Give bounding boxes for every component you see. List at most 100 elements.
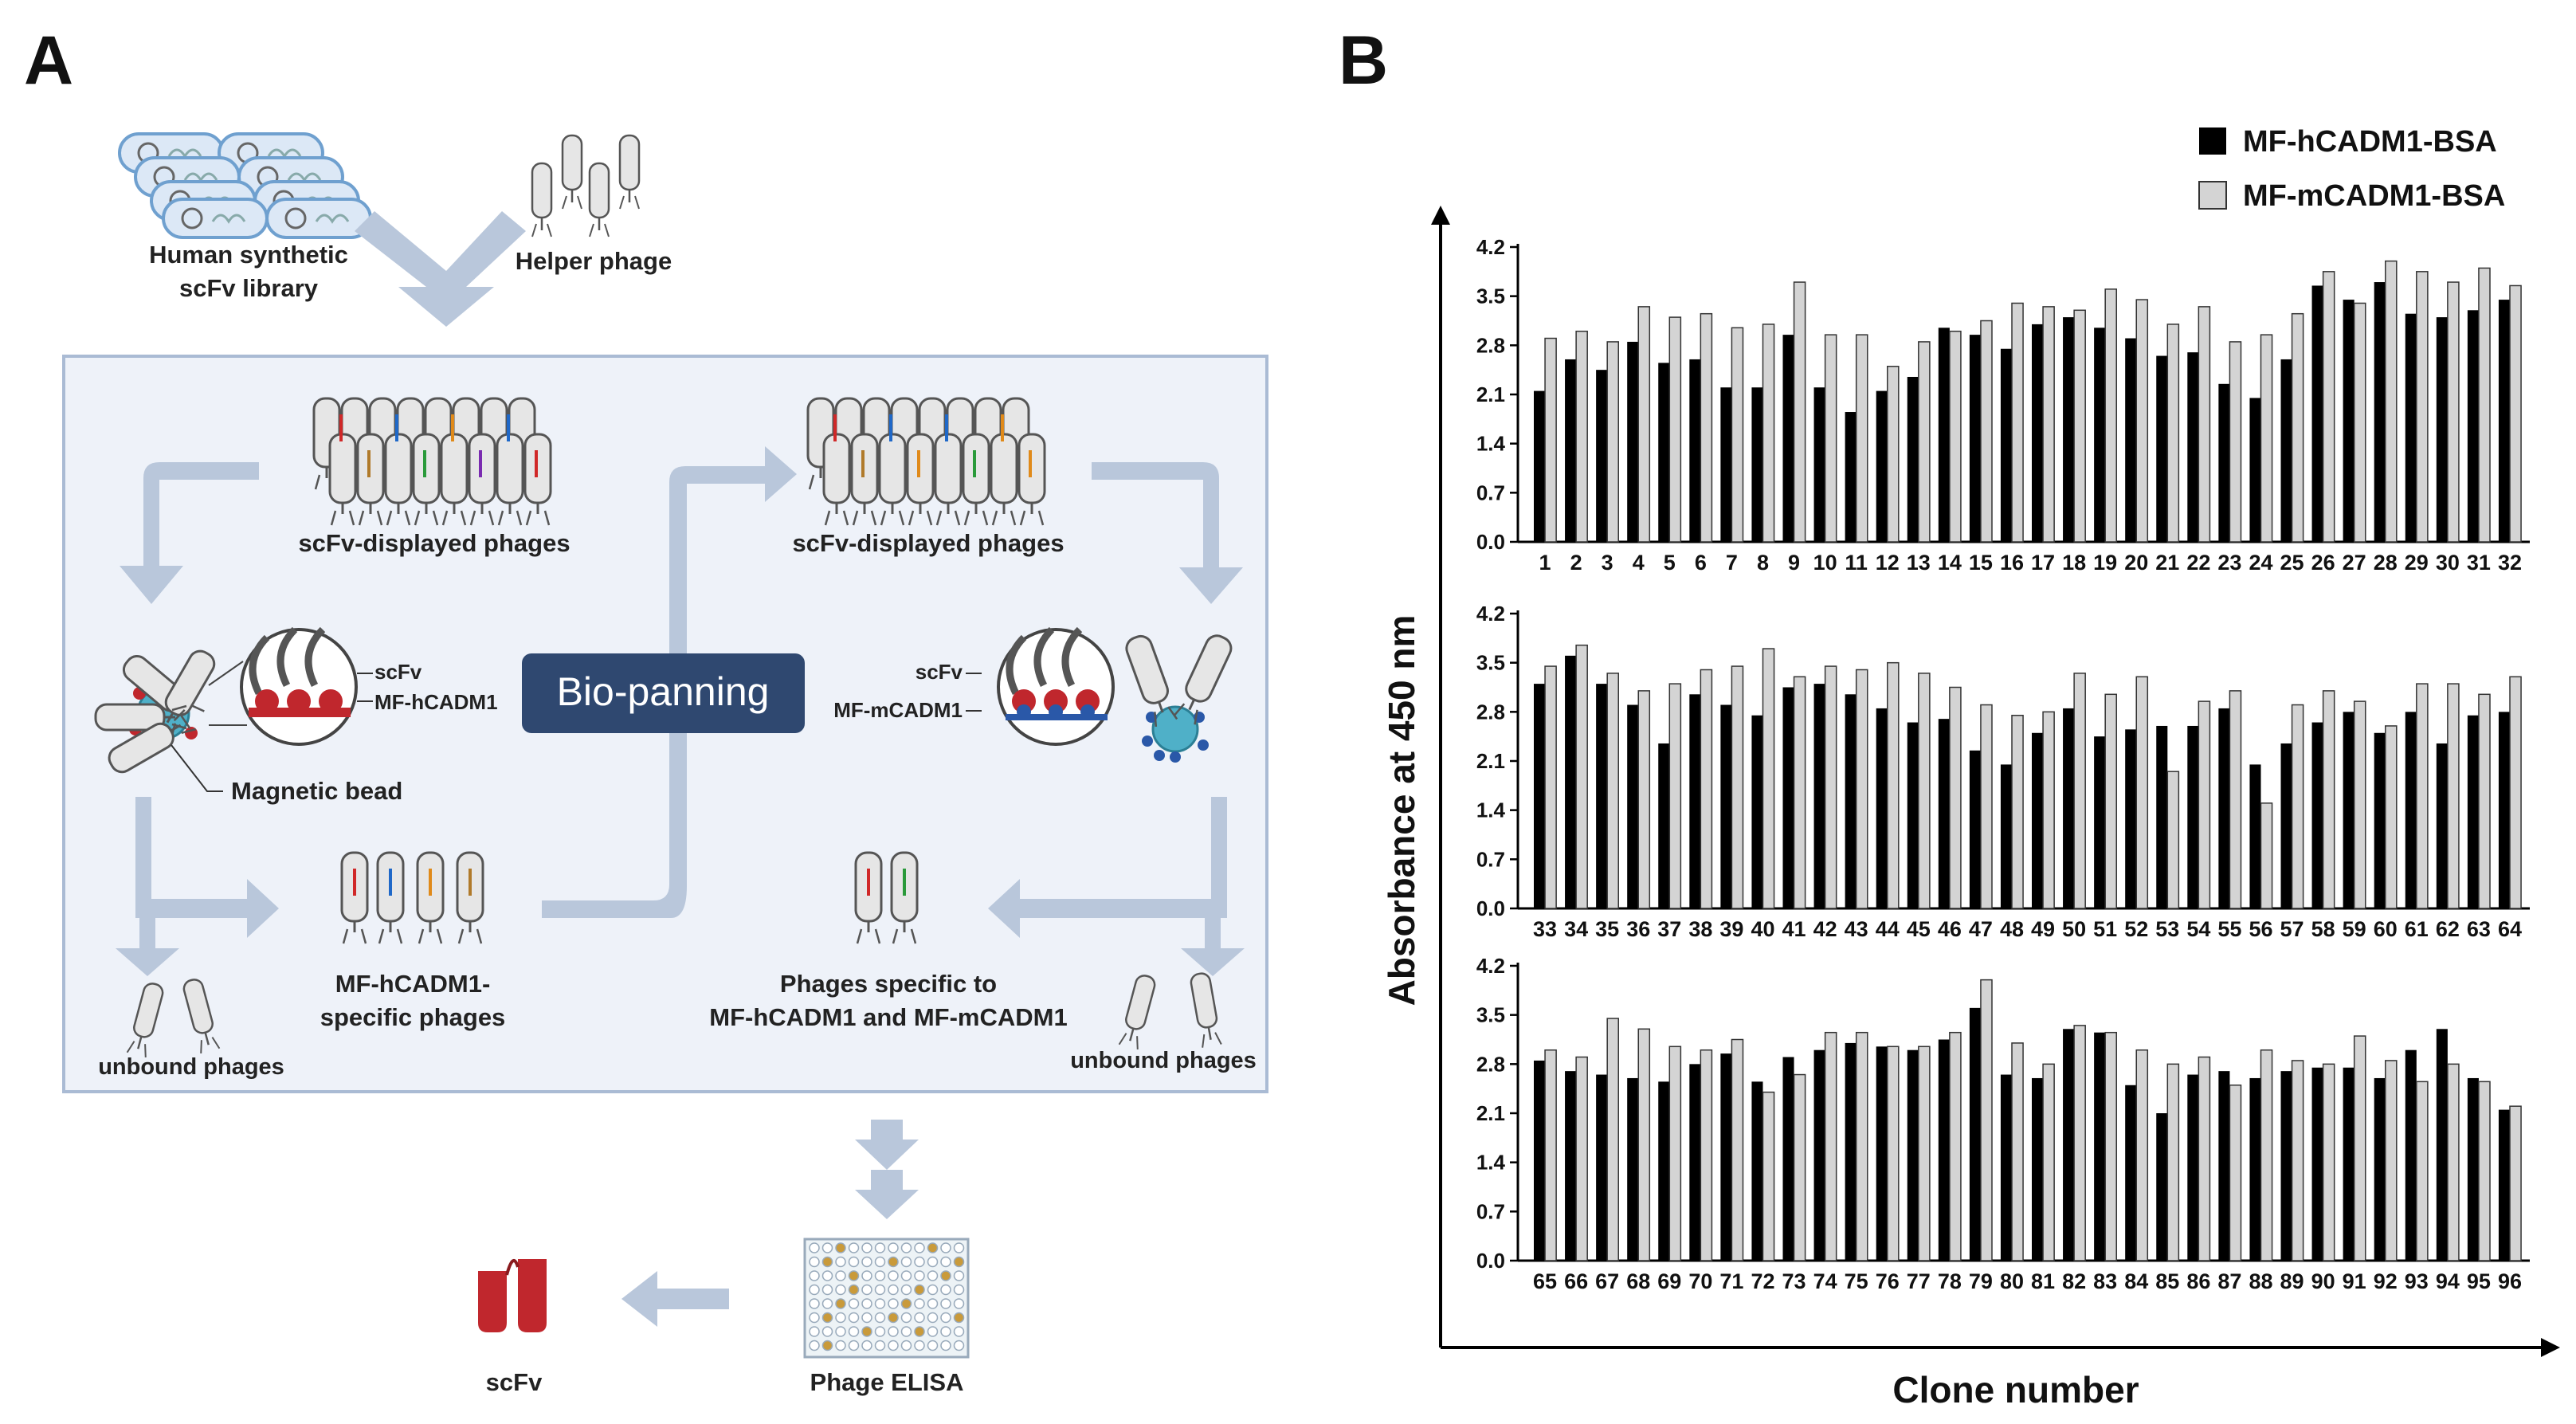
elisa-well <box>940 1298 951 1309</box>
bar-mcadm1-clone-26 <box>2322 271 2335 543</box>
elisa-well <box>809 1242 820 1253</box>
elisa-well <box>821 1312 833 1324</box>
elisa-well <box>914 1242 925 1253</box>
scfv-library-icon <box>118 132 372 239</box>
displayed-phages-left-label: scFv-displayed phages <box>298 529 570 557</box>
y-tick-label: 1.4 <box>1476 432 1506 456</box>
x-tick-label: 7 <box>1726 551 1738 575</box>
bar-hcadm1-clone-26 <box>2311 285 2323 542</box>
y-tick-label: 0.7 <box>1476 1199 1505 1223</box>
elisa-well <box>848 1312 860 1324</box>
legend-label-mouse: MF-mCADM1-BSA <box>2243 179 2505 213</box>
y-tick-label: 0.0 <box>1476 896 1505 920</box>
elisa-well <box>927 1326 939 1337</box>
bar-hcadm1-clone-71 <box>1720 1053 1732 1261</box>
x-tick-label: 27 <box>2343 551 2366 575</box>
elisa-well <box>874 1298 886 1309</box>
y-tick-label: 0.0 <box>1476 530 1505 554</box>
bar-hcadm1-clone-48 <box>2000 764 2012 908</box>
bar-mcadm1-clone-23 <box>2229 341 2242 543</box>
bar-mcadm1-clone-58 <box>2322 690 2335 909</box>
bar-hcadm1-clone-56 <box>2249 764 2261 908</box>
elisa-well <box>874 1270 886 1281</box>
elisa-well <box>874 1242 886 1253</box>
zoom-mcadm1-icon <box>997 626 1115 746</box>
x-tick-label: 93 <box>2405 1269 2429 1293</box>
elisa-well <box>809 1256 820 1268</box>
elisa-well <box>914 1326 925 1337</box>
bar-hcadm1-clone-14 <box>1938 328 1950 542</box>
elisa-well <box>809 1270 820 1281</box>
elisa-well <box>821 1256 833 1268</box>
bar-mcadm1-clone-60 <box>2385 725 2398 909</box>
x-tick-label: 58 <box>2311 917 2335 941</box>
bar-hcadm1-clone-4 <box>1627 341 1639 542</box>
elisa-well <box>940 1270 951 1281</box>
bar-hcadm1-clone-75 <box>1845 1042 1857 1261</box>
bar-hcadm1-clone-61 <box>2405 712 2417 908</box>
bar-mcadm1-clone-67 <box>1606 1018 1619 1261</box>
bar-hcadm1-clone-86 <box>2187 1074 2199 1261</box>
bar-hcadm1-clone-83 <box>2094 1032 2106 1261</box>
bar-hcadm1-clone-8 <box>1751 387 1763 542</box>
elisa-well <box>953 1270 965 1281</box>
bar-mcadm1-clone-89 <box>2291 1060 2304 1261</box>
elisa-well <box>953 1298 965 1309</box>
elisa-well <box>821 1242 833 1253</box>
bar-mcadm1-clone-38 <box>1700 669 1713 909</box>
bar-mcadm1-clone-45 <box>1918 673 1931 909</box>
bar-mcadm1-clone-76 <box>1887 1045 1900 1261</box>
bar-hcadm1-clone-27 <box>2343 300 2354 542</box>
elisa-well <box>861 1298 872 1309</box>
elisa-well <box>940 1256 951 1268</box>
elisa-well <box>888 1298 899 1309</box>
bar-mcadm1-clone-21 <box>2166 324 2180 543</box>
x-tick-label: 54 <box>2186 917 2210 941</box>
x-tick-label: 29 <box>2405 551 2429 575</box>
elisa-well <box>821 1270 833 1281</box>
scfv-displayed-phages-right-icon <box>806 397 1046 527</box>
bar-hcadm1-clone-65 <box>1534 1060 1546 1261</box>
bar-mcadm1-clone-55 <box>2229 690 2242 909</box>
x-tick-label: 91 <box>2343 1269 2366 1293</box>
bar-hcadm1-clone-66 <box>1565 1071 1577 1261</box>
bar-mcadm1-clone-79 <box>1980 979 1993 1261</box>
x-tick-label: 33 <box>1533 917 1557 941</box>
elisa-well <box>953 1340 965 1351</box>
x-tick-label: 48 <box>2000 917 2024 941</box>
elisa-well <box>809 1340 820 1351</box>
bar-mcadm1-clone-19 <box>2104 288 2117 543</box>
elisa-well <box>874 1284 886 1296</box>
x-tick-label: 16 <box>2000 551 2024 575</box>
elisa-well <box>809 1284 820 1296</box>
bar-mcadm1-clone-65 <box>1544 1049 1557 1261</box>
elisa-well <box>861 1312 872 1324</box>
bar-hcadm1-clone-70 <box>1689 1064 1701 1261</box>
elisa-well <box>888 1312 899 1324</box>
x-tick-label: 56 <box>2249 917 2272 941</box>
x-tick-label: 90 <box>2311 1269 2335 1293</box>
elisa-well <box>861 1270 872 1281</box>
arrow-left-bound-hcadm1 <box>135 797 279 938</box>
bar-hcadm1-clone-51 <box>2094 736 2106 908</box>
y-tick-label: 2.8 <box>1476 700 1505 724</box>
bar-hcadm1-clone-44 <box>1876 708 1888 908</box>
x-tick-label: 32 <box>2498 551 2522 575</box>
magnetic-bead-label: Magnetic bead <box>231 777 402 805</box>
x-tick-label: 28 <box>2374 551 2398 575</box>
x-tick-label: 64 <box>2498 917 2522 941</box>
elisa-well <box>888 1242 899 1253</box>
bar-mcadm1-clone-14 <box>1949 330 1962 543</box>
x-tick-label: 74 <box>1813 1269 1837 1293</box>
x-tick-label: 18 <box>2062 551 2086 575</box>
elisa-well <box>940 1284 951 1296</box>
bar-hcadm1-clone-24 <box>2249 398 2261 542</box>
x-tick-label: 38 <box>1688 917 1712 941</box>
unbound-phages-right-label: unbound phages <box>1070 1048 1257 1073</box>
elisa-well <box>821 1284 833 1296</box>
elisa-well <box>888 1284 899 1296</box>
elisa-well <box>914 1312 925 1324</box>
